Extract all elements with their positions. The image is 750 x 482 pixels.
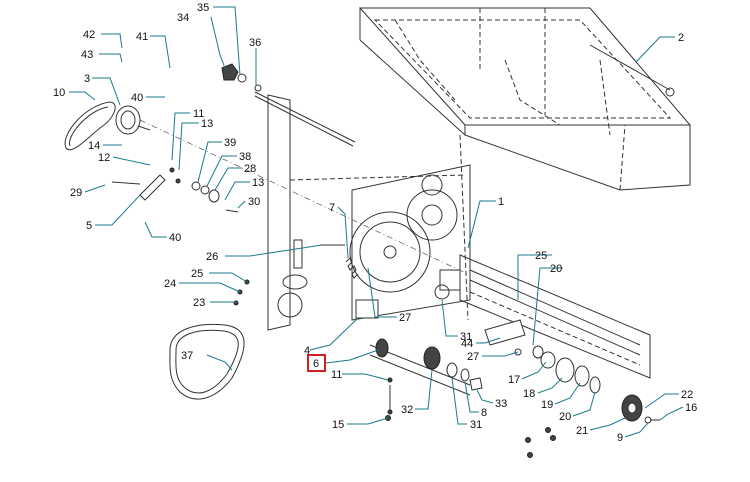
callout-38[interactable]: 38 xyxy=(239,151,251,163)
long-shaft xyxy=(254,91,356,143)
bottom-bolts xyxy=(385,415,556,458)
callout-6[interactable]: 6 xyxy=(313,358,319,370)
side-plate xyxy=(267,94,469,331)
callout-11[interactable]: 11 xyxy=(193,108,204,120)
callout-18[interactable]: 18 xyxy=(523,388,535,400)
callout-21[interactable]: 21 xyxy=(576,425,588,437)
callout-33[interactable]: 33 xyxy=(495,398,507,410)
small-parts xyxy=(169,167,345,246)
linework xyxy=(64,7,692,458)
callout-20[interactable]: 20 xyxy=(550,263,562,275)
callout-17[interactable]: 17 xyxy=(508,374,520,386)
callout-35[interactable]: 35 xyxy=(197,2,209,14)
callout-39[interactable]: 39 xyxy=(224,137,236,149)
callout-31[interactable]: 31 xyxy=(460,331,472,343)
callout-36[interactable]: 36 xyxy=(249,37,261,49)
spring xyxy=(345,257,359,279)
leader-lines xyxy=(69,6,684,438)
callout-3[interactable]: 3 xyxy=(84,73,90,85)
callout-10[interactable]: 10 xyxy=(53,87,65,99)
callout-5[interactable]: 5 xyxy=(86,220,92,232)
v-belt xyxy=(169,323,245,400)
callout-25[interactable]: 25 xyxy=(535,250,547,262)
callout-23[interactable]: 23 xyxy=(193,297,205,309)
callout-13b[interactable]: 13 xyxy=(252,177,264,189)
callout-1[interactable]: 1 xyxy=(498,196,504,208)
callout-9[interactable]: 9 xyxy=(617,432,623,444)
callout-37[interactable]: 37 xyxy=(181,350,193,362)
callout-32[interactable]: 32 xyxy=(401,404,413,416)
callout-41[interactable]: 41 xyxy=(136,31,148,43)
callout-30[interactable]: 30 xyxy=(248,196,260,208)
callout-labels: 42 43 41 34 35 36 2 3 10 40 11 13 39 38 … xyxy=(53,2,697,444)
callout-8[interactable]: 8 xyxy=(481,407,487,419)
callout-20b[interactable]: 20 xyxy=(559,411,571,423)
callout-40[interactable]: 40 xyxy=(131,92,143,104)
rail-assembly xyxy=(459,254,651,379)
callout-40b[interactable]: 40 xyxy=(169,232,181,244)
callout-28[interactable]: 28 xyxy=(244,163,256,175)
callout-25b[interactable]: 25 xyxy=(191,268,203,280)
callout-29[interactable]: 29 xyxy=(70,187,82,199)
drive-shaft xyxy=(369,338,483,415)
callout-4[interactable]: 4 xyxy=(304,345,310,357)
callout-31b[interactable]: 31 xyxy=(470,419,482,431)
callout-26[interactable]: 26 xyxy=(206,251,218,263)
callout-7[interactable]: 7 xyxy=(329,202,335,214)
callout-43[interactable]: 43 xyxy=(81,49,93,61)
bearing-set xyxy=(514,345,660,424)
callout-24[interactable]: 24 xyxy=(164,278,176,290)
pulley-belt xyxy=(64,101,471,276)
callout-13[interactable]: 13 xyxy=(201,118,213,130)
gear-housing xyxy=(349,164,471,321)
callout-12[interactable]: 12 xyxy=(98,152,110,164)
callout-27b[interactable]: 27 xyxy=(467,351,479,363)
callout-15[interactable]: 15 xyxy=(332,419,344,431)
callout-27[interactable]: 27 xyxy=(399,312,411,324)
hopper-frame xyxy=(358,7,692,191)
selected-callout-highlight xyxy=(307,354,326,372)
block-4 xyxy=(355,299,379,319)
callout-34[interactable]: 34 xyxy=(177,12,189,24)
callout-42[interactable]: 42 xyxy=(83,29,95,41)
callout-11b[interactable]: 11 xyxy=(331,369,342,381)
callout-19[interactable]: 19 xyxy=(541,399,553,411)
callout-14[interactable]: 14 xyxy=(88,140,100,152)
callout-44[interactable]: 44 xyxy=(461,338,473,350)
callout-22[interactable]: 22 xyxy=(681,389,693,401)
callout-2[interactable]: 2 xyxy=(678,32,684,44)
callout-16[interactable]: 16 xyxy=(685,402,697,414)
